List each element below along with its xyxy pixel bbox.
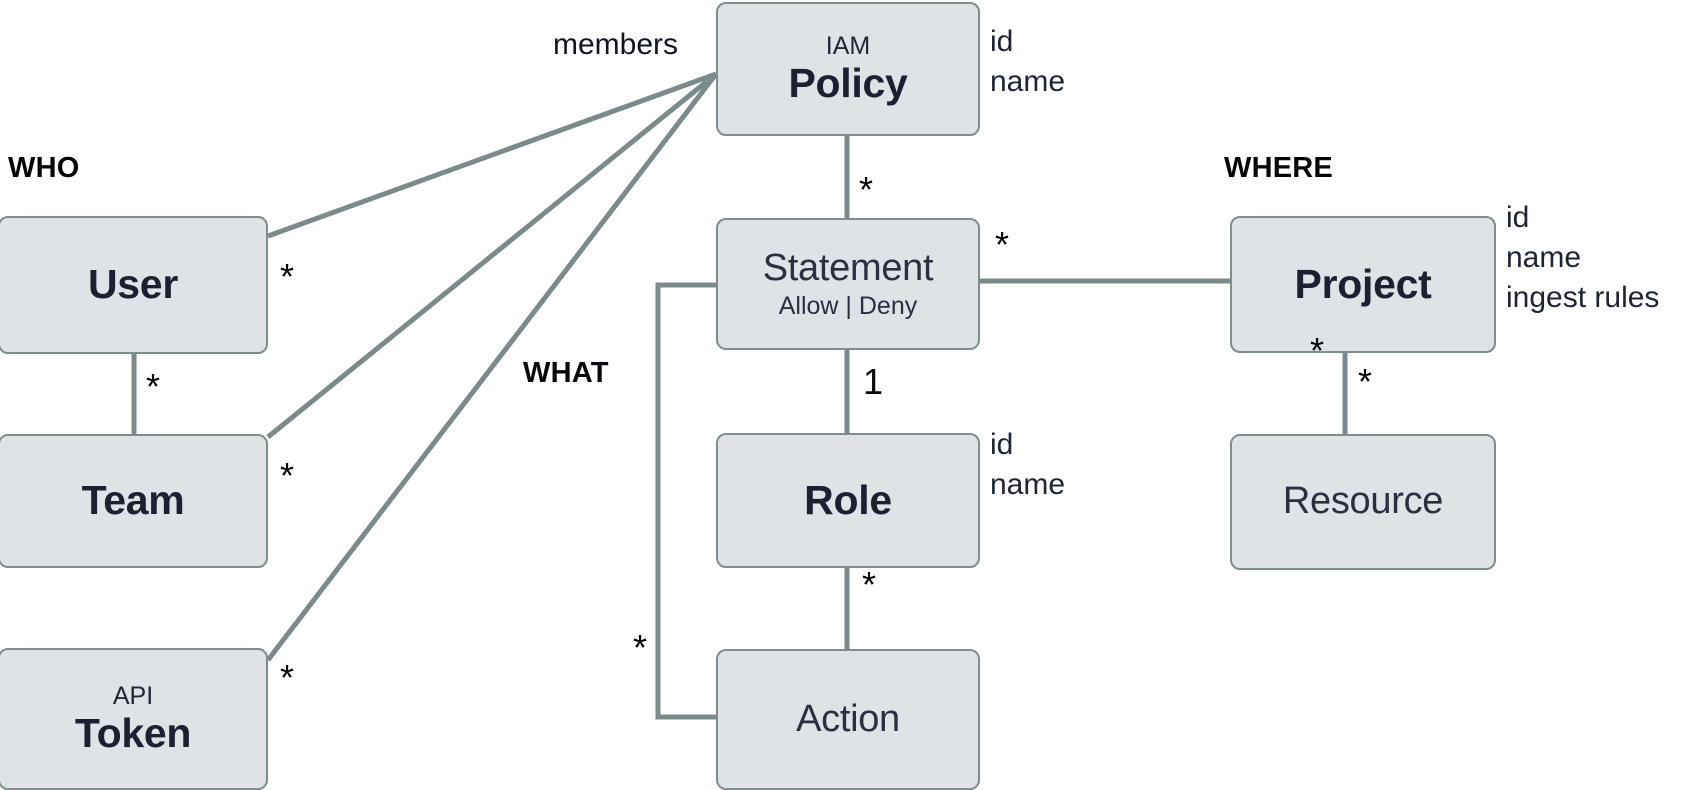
attribute-policy-0: id bbox=[990, 25, 1014, 58]
node-team-title: Team bbox=[81, 477, 185, 524]
attributes-policy: id name bbox=[990, 22, 1065, 102]
node-project[interactable]: Project bbox=[1230, 216, 1496, 353]
node-api-token-subtitle: API bbox=[112, 682, 154, 711]
attribute-role-0: id bbox=[990, 428, 1014, 461]
multiplicity-project-resource-top: * bbox=[1310, 330, 1325, 371]
node-role[interactable]: Role bbox=[716, 433, 980, 568]
section-label-who: WHO bbox=[8, 152, 80, 184]
connector-policy-token bbox=[266, 72, 718, 662]
attribute-policy-1: name bbox=[990, 64, 1066, 98]
connector-policy-team bbox=[266, 72, 718, 439]
attribute-project-0: id bbox=[1506, 201, 1530, 234]
node-action[interactable]: Action bbox=[716, 649, 980, 790]
node-policy-subtitle: IAM bbox=[825, 32, 871, 61]
node-api-token-title: Token bbox=[74, 709, 192, 756]
node-statement-subtitle: Allow | Deny bbox=[778, 291, 918, 320]
multiplicity-statement-project: * bbox=[995, 224, 1010, 265]
multiplicity-policy-statement: * bbox=[859, 169, 874, 210]
attribute-project-1: name bbox=[1506, 240, 1582, 274]
attributes-project: id name ingest rules bbox=[1506, 198, 1659, 318]
node-user[interactable]: User bbox=[0, 216, 268, 354]
multiplicity-user-policy: * bbox=[280, 256, 295, 297]
attribute-role-1: name bbox=[990, 467, 1066, 501]
node-api-token[interactable]: API Token bbox=[0, 648, 268, 790]
section-label-what: WHAT bbox=[523, 357, 609, 389]
multiplicity-token-policy: * bbox=[280, 657, 295, 698]
node-resource-title: Resource bbox=[1282, 480, 1444, 523]
node-statement-title: Statement bbox=[762, 246, 934, 289]
multiplicity-team-policy: * bbox=[280, 455, 295, 496]
edge-label-members: members bbox=[553, 28, 679, 61]
multiplicity-statement-action: * bbox=[633, 627, 648, 668]
node-user-title: User bbox=[88, 261, 178, 308]
node-policy[interactable]: IAM Policy bbox=[716, 2, 980, 136]
node-role-title: Role bbox=[804, 476, 892, 523]
node-project-title: Project bbox=[1294, 260, 1432, 307]
attribute-project-2: ingest rules bbox=[1506, 280, 1660, 314]
multiplicity-statement-role: 1 bbox=[863, 361, 884, 402]
attributes-role: id name bbox=[990, 425, 1065, 505]
node-policy-title: Policy bbox=[788, 59, 908, 106]
section-label-where: WHERE bbox=[1224, 152, 1333, 184]
connector-statement-action bbox=[655, 282, 716, 720]
node-resource[interactable]: Resource bbox=[1230, 434, 1496, 570]
multiplicity-project-resource-bottom: * bbox=[1358, 361, 1373, 402]
node-action-title: Action bbox=[796, 697, 900, 740]
multiplicity-role-action: * bbox=[862, 564, 877, 605]
multiplicity-user-team: * bbox=[146, 366, 161, 407]
connector-policy-user bbox=[267, 71, 717, 239]
node-team[interactable]: Team bbox=[0, 434, 268, 568]
node-statement[interactable]: Statement Allow | Deny bbox=[716, 218, 980, 350]
